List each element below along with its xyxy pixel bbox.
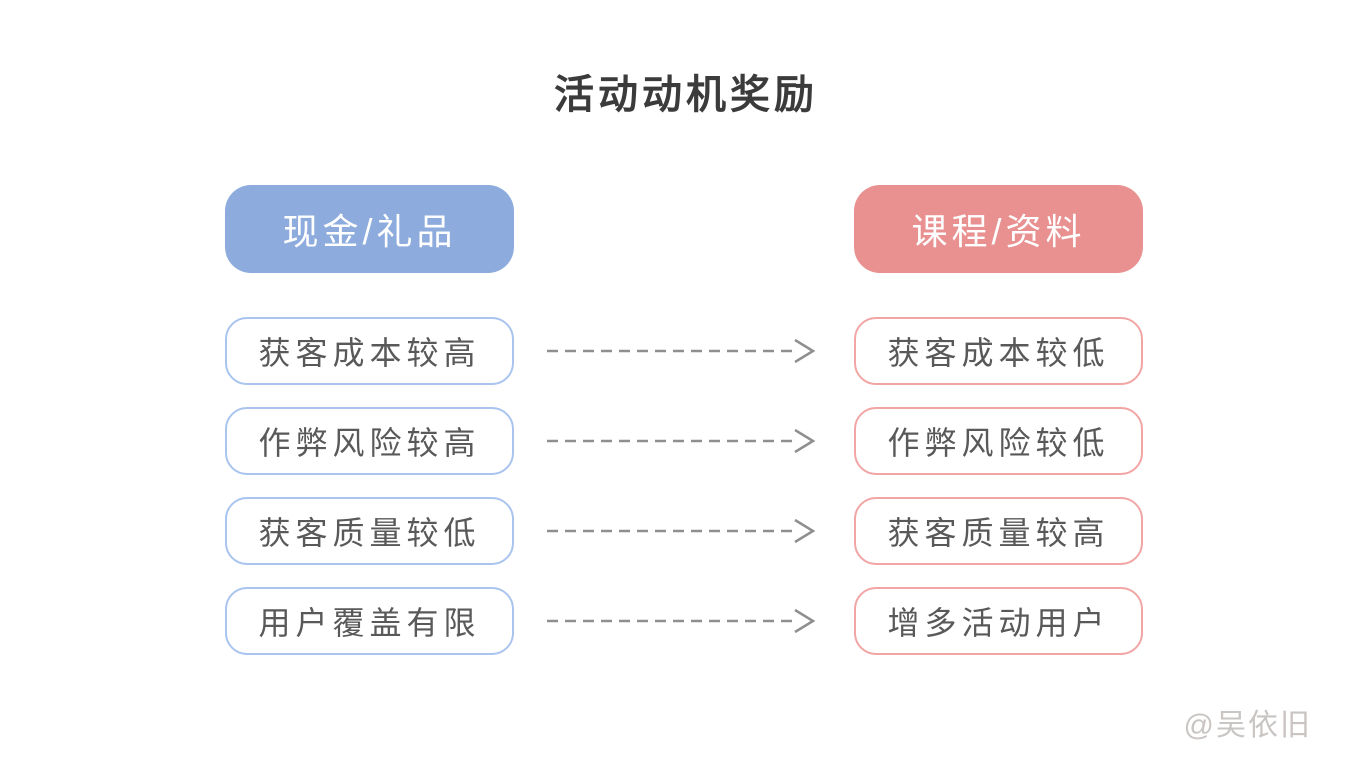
diagram-title: 活动动机奖励: [554, 73, 818, 117]
dashed-arrow-icon: [547, 428, 816, 454]
dashed-arrow-icon: [547, 518, 816, 544]
left-item-user-coverage: 用户覆盖有限: [225, 587, 514, 655]
author-watermark: @吴依旧: [1183, 709, 1312, 742]
right-item-cheating-risk: 作弊风险较低: [854, 407, 1143, 475]
right-item-acquisition-quality: 获客质量较高: [854, 497, 1143, 565]
left-item-acquisition-quality: 获客质量较低: [225, 497, 514, 565]
right-item-acquisition-cost: 获客成本较低: [854, 317, 1143, 385]
right-column-header: 课程/资料: [854, 185, 1143, 273]
left-item-cheating-risk: 作弊风险较高: [225, 407, 514, 475]
left-item-acquisition-cost: 获客成本较高: [225, 317, 514, 385]
dashed-arrow-icon: [547, 338, 816, 364]
dashed-arrow-icon: [547, 608, 816, 634]
left-column-header: 现金/礼品: [225, 185, 514, 273]
right-item-activity-users: 增多活动用户: [854, 587, 1143, 655]
